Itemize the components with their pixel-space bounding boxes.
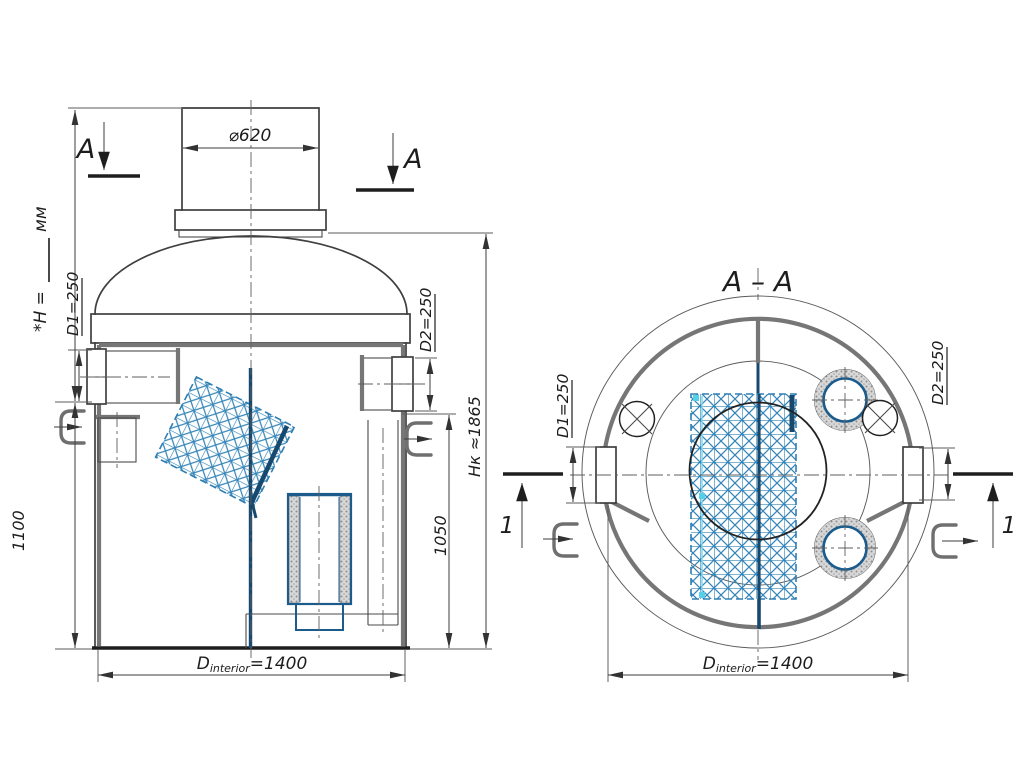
lifting-lug-left — [618, 400, 656, 438]
section-mark-A-right: A — [356, 133, 422, 192]
svg-text:D2=250: D2=250 — [417, 287, 435, 352]
dim-custom-height: *H = мм — [31, 206, 51, 332]
svg-text:мм: мм — [31, 206, 51, 232]
section-outlet-flow-icon — [931, 523, 978, 559]
dim-1100: 1100 — [9, 510, 28, 551]
dim-hk: Hк ≈1865 — [465, 396, 484, 477]
inlet-flow-icon — [54, 409, 86, 445]
front-view: A A ⌀620 *H = мм 1100 — [9, 100, 493, 682]
section-letter-A: A — [402, 144, 422, 175]
dim-d-interior-section: Dinterior=1400 — [703, 654, 814, 675]
section-internals — [688, 363, 828, 629]
pipe-cross-section-top — [812, 367, 878, 433]
dim-d2-front: D2=250 — [417, 287, 436, 352]
detail-number: 1 — [500, 513, 515, 539]
section-letter-A: A — [75, 134, 95, 165]
dim-d1-section: D1=250 — [554, 373, 573, 438]
mesh-support-bar — [249, 425, 290, 503]
front-internals — [154, 100, 353, 658]
pipe-cross-section-bottom — [812, 515, 878, 581]
svg-text:D2=250: D2=250 — [929, 340, 947, 405]
svg-text:D1=250: D1=250 — [64, 271, 82, 336]
front-inlet-nozzle — [80, 348, 181, 468]
section-mark-A-left: A — [75, 122, 140, 178]
cartridge-outlet-stub — [295, 603, 344, 631]
front-dimensions: ⌀620 *H = мм 1100 D1=250 D2=250 — [9, 107, 493, 682]
detail-number: 1 — [1002, 513, 1017, 539]
coalescing-mesh-section — [690, 393, 797, 600]
section-inlet-flow-icon — [543, 522, 579, 558]
svg-text:D1=250: D1=250 — [554, 373, 572, 438]
outlet-flow-icon — [404, 421, 433, 457]
front-outlet-nozzle — [358, 355, 425, 634]
dim-d2-section: D2=250 — [929, 340, 948, 405]
detail-mark-1-right: 1 — [953, 472, 1017, 548]
dim-d1-front: D1=250 — [64, 271, 83, 336]
detail-mark-1-left: 1 — [500, 472, 563, 548]
dim-1050: 1050 — [431, 515, 450, 556]
section-view-title: A – A — [721, 265, 793, 298]
section-dimensions: D1=250 D2=250 Dinterior=1400 — [554, 340, 955, 682]
lifting-lug-right — [861, 399, 899, 437]
dim-neck-diameter: ⌀620 — [229, 126, 272, 146]
section-view: A – A — [500, 265, 1017, 682]
manhole-circle — [688, 401, 828, 541]
dim-d-interior-front: Dinterior=1400 — [197, 654, 308, 675]
filter-cartridge — [286, 486, 353, 638]
svg-text:*H =: *H = — [31, 291, 51, 332]
